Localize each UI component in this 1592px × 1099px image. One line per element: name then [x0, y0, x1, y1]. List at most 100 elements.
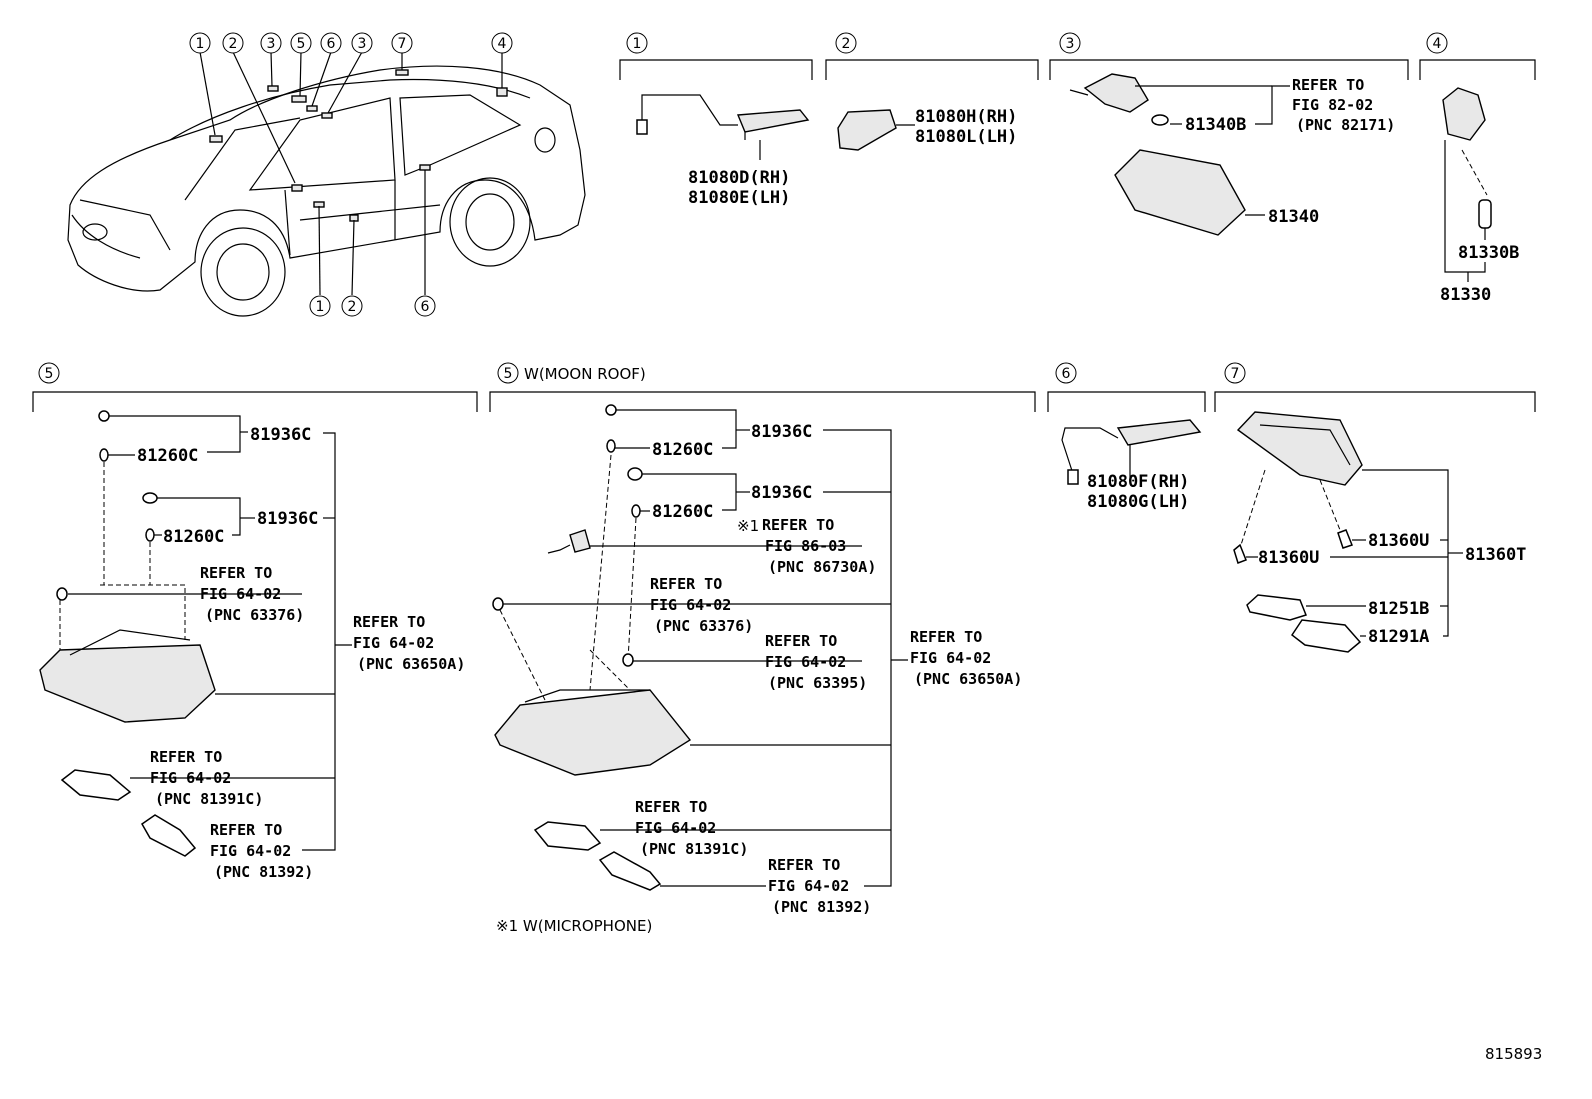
svg-text:7: 7 [398, 36, 407, 52]
callout-6-bottom: 6 [414, 295, 436, 317]
svg-text:3: 3 [1066, 36, 1075, 52]
mr-part-81936C-a: 81936C [751, 422, 812, 442]
svg-text:(PNC 82171): (PNC 82171) [1296, 116, 1395, 134]
callout-6: 6 [320, 32, 342, 54]
svg-text:FIG 64-02: FIG 64-02 [765, 653, 846, 671]
svg-text:(PNC 81392): (PNC 81392) [772, 898, 871, 916]
svg-text:(PNC 81391C): (PNC 81391C) [155, 790, 263, 808]
part-81360U-b: 81360U [1258, 548, 1319, 568]
svg-text:(PNC 81392): (PNC 81392) [214, 863, 313, 881]
part-81080E: 81080E(LH) [688, 188, 790, 208]
part-81340: 81340 [1268, 207, 1319, 227]
svg-text:(PNC 81391C): (PNC 81391C) [640, 840, 748, 858]
part-81330: 81330 [1440, 285, 1491, 305]
svg-text:1: 1 [633, 36, 642, 52]
svg-text:REFER TO: REFER TO [768, 856, 840, 874]
mr-part-81260C-b: 81260C [652, 502, 713, 522]
svg-text:FIG 64-02: FIG 64-02 [635, 819, 716, 837]
svg-text:5: 5 [504, 366, 513, 382]
section-7: 7 81360U 81360U 81360T 81251B 81291A [1214, 362, 1536, 653]
callout-5: 5 [290, 32, 312, 54]
svg-text:REFER TO: REFER TO [200, 564, 272, 582]
section-1: 1 81080D(RH) 81080E(LH) [619, 32, 813, 208]
part-81080F: 81080F(RH) [1087, 472, 1189, 492]
svg-text:FIG 64-02: FIG 64-02 [150, 769, 231, 787]
svg-text:4: 4 [498, 36, 507, 52]
moonroof-title: W(MOON ROOF) [524, 365, 646, 383]
part-81260C-b: 81260C [163, 527, 224, 547]
part-81340B: 81340B [1185, 115, 1246, 135]
svg-text:REFER TO: REFER TO [910, 628, 982, 646]
part-81080H: 81080H(RH) [915, 107, 1017, 127]
svg-text:FIG 64-02: FIG 64-02 [353, 634, 434, 652]
svg-text:(PNC 63376): (PNC 63376) [205, 606, 304, 624]
svg-text:(PNC 86730A): (PNC 86730A) [768, 558, 876, 576]
svg-text:6: 6 [421, 299, 430, 315]
mr-part-81936C-b: 81936C [751, 483, 812, 503]
svg-text:REFER TO: REFER TO [210, 821, 282, 839]
svg-text:2: 2 [348, 299, 357, 315]
vehicle-illustration [67, 51, 586, 317]
section-5: 5 81260C 81936C 81260C 81936C REFER TO F… [32, 362, 478, 881]
svg-text:5: 5 [45, 366, 54, 382]
svg-text:FIG 82-02: FIG 82-02 [1292, 96, 1373, 114]
svg-text:(PNC 63650A): (PNC 63650A) [914, 670, 1022, 688]
svg-text:5: 5 [297, 36, 306, 52]
svg-text:FIG 64-02: FIG 64-02 [650, 596, 731, 614]
vehicle-callouts-bottom: 1 2 6 [309, 295, 436, 317]
part-81080G: 81080G(LH) [1087, 492, 1189, 512]
mr-part-81260C-a: 81260C [652, 440, 713, 460]
svg-text:FIG 64-02: FIG 64-02 [910, 649, 991, 667]
part-81360U-a: 81360U [1368, 531, 1429, 551]
svg-text:(PNC 63650A): (PNC 63650A) [357, 655, 465, 673]
svg-text:FIG 64-02: FIG 64-02 [210, 842, 291, 860]
svg-text:1: 1 [196, 36, 205, 52]
svg-text:(PNC 63395): (PNC 63395) [768, 674, 867, 692]
svg-text:REFER TO: REFER TO [635, 798, 707, 816]
microphone-footnote: ※1 W(MICROPHONE) [496, 917, 652, 935]
part-81936C-b: 81936C [257, 509, 318, 529]
callout-2: 2 [222, 32, 244, 54]
svg-text:3: 3 [267, 36, 276, 52]
svg-text:REFER TO: REFER TO [1292, 76, 1364, 94]
svg-text:FIG 86-03: FIG 86-03 [765, 537, 846, 555]
svg-text:※1: ※1 [737, 517, 759, 535]
svg-text:FIG 64-02: FIG 64-02 [200, 585, 281, 603]
callout-3: 3 [260, 32, 282, 54]
svg-text:FIG 64-02: FIG 64-02 [768, 877, 849, 895]
callout-1-bottom: 1 [309, 295, 331, 317]
svg-text:REFER TO: REFER TO [353, 613, 425, 631]
svg-text:(PNC 63376): (PNC 63376) [654, 617, 753, 635]
svg-text:2: 2 [842, 36, 851, 52]
part-81260C-a: 81260C [137, 446, 198, 466]
svg-text:6: 6 [1062, 366, 1071, 382]
svg-text:7: 7 [1231, 366, 1240, 382]
part-81330B: 81330B [1458, 243, 1519, 263]
section-3: 3 81340B REFER TO FIG 82-02 (PNC 82171) … [1049, 32, 1409, 236]
callout-3b: 3 [351, 32, 373, 54]
part-81291A: 81291A [1368, 627, 1429, 647]
callout-1: 1 [189, 32, 211, 54]
callout-2-bottom: 2 [341, 295, 363, 317]
part-81080L: 81080L(LH) [915, 127, 1017, 147]
section-6: 6 81080F(RH) 81080G(LH) [1047, 362, 1206, 512]
vehicle-callouts-top: 1 2 3 5 6 3 7 4 [189, 32, 513, 54]
svg-text:REFER TO: REFER TO [765, 632, 837, 650]
svg-text:2: 2 [229, 36, 238, 52]
svg-text:6: 6 [327, 36, 336, 52]
section-2: 2 81080H(RH) 81080L(LH) [825, 32, 1039, 151]
callout-7: 7 [391, 32, 413, 54]
figure-id: 815893 [1485, 1045, 1542, 1063]
svg-text:REFER TO: REFER TO [762, 516, 834, 534]
callout-4: 4 [491, 32, 513, 54]
svg-text:3: 3 [358, 36, 367, 52]
part-81251B: 81251B [1368, 599, 1429, 619]
svg-text:4: 4 [1433, 36, 1442, 52]
section-5-moonroof: 5 W(MOON ROOF) 81260C 81936C 81260C 8193… [489, 362, 1036, 935]
svg-text:REFER TO: REFER TO [150, 748, 222, 766]
section-4: 4 81330B 81330 [1419, 32, 1536, 305]
svg-text:1: 1 [316, 299, 325, 315]
part-81936C-a: 81936C [250, 425, 311, 445]
part-81360T: 81360T [1465, 545, 1526, 565]
